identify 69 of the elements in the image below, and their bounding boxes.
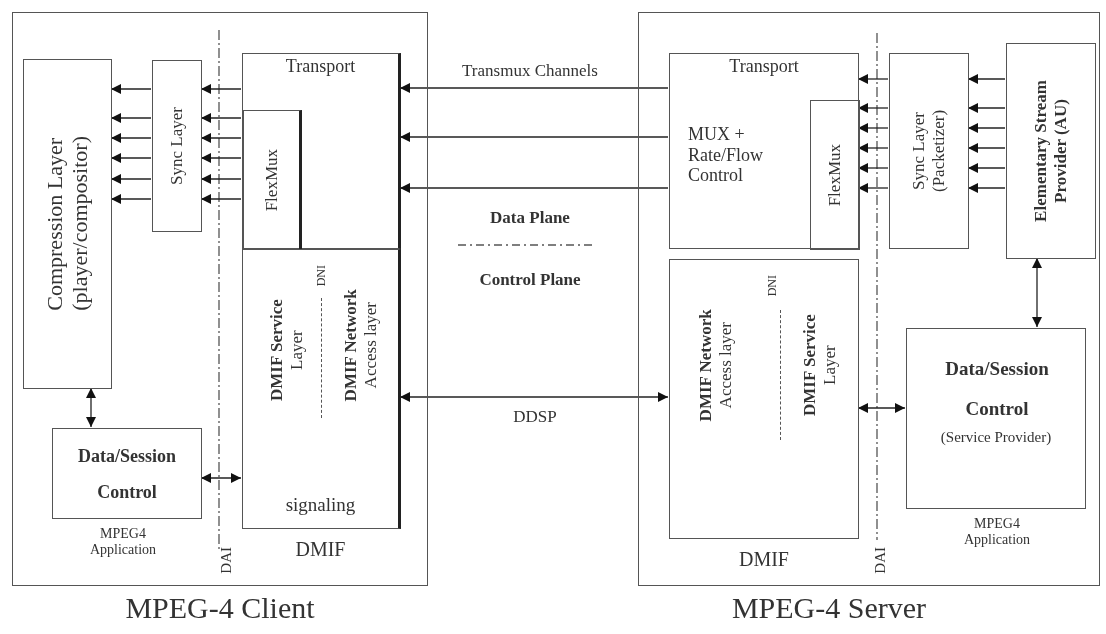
layer-label: Sync Layer (Packetizer) xyxy=(909,108,949,195)
app-label: MPEG4 Application xyxy=(962,516,1032,549)
arrow xyxy=(399,83,669,93)
layer-label: DMIF Service Layer xyxy=(800,313,840,418)
box-label: Data/Session Control xyxy=(77,444,177,504)
arrow xyxy=(967,123,1006,133)
double-arrow xyxy=(399,392,669,402)
interface-label: DNI xyxy=(766,275,780,297)
double-arrow xyxy=(1032,257,1042,328)
panel-title: MPEG-4 Server xyxy=(730,591,928,626)
arrow xyxy=(967,103,1006,113)
module-label: DMIF xyxy=(294,538,347,561)
layer-box xyxy=(889,53,969,249)
layer-label: DMIF Service Layer xyxy=(267,298,307,403)
arrow xyxy=(110,113,152,123)
layer-label: Elementary Stream Provider (AU) xyxy=(1031,79,1071,224)
layer-box xyxy=(152,60,202,232)
flexmux-box xyxy=(810,100,860,250)
plane-label: Data Plane xyxy=(490,208,570,228)
arrow xyxy=(967,183,1006,193)
plane-label: Control Plane xyxy=(479,270,581,290)
arrow xyxy=(857,103,889,113)
arrow xyxy=(200,194,242,204)
arrow xyxy=(110,174,152,184)
arrow xyxy=(857,74,889,84)
arrow xyxy=(200,174,242,184)
layer-label: DMIF Network Access layer xyxy=(696,307,736,424)
panel-title: MPEG-4 Client xyxy=(124,591,316,626)
layer-label: DMIF Network Access layer xyxy=(341,287,381,404)
interface-label: DAI xyxy=(872,546,890,574)
arrow xyxy=(857,143,889,153)
flexmux-box xyxy=(243,110,302,250)
transport-box xyxy=(669,53,859,249)
double-arrow xyxy=(86,387,96,428)
arrow xyxy=(857,123,889,133)
arrow xyxy=(967,143,1006,153)
layer-label: Compression Layer (player/compositor) xyxy=(42,135,93,314)
box-label: MUX + Rate/Flow Control xyxy=(688,124,764,187)
arrow xyxy=(110,153,152,163)
double-arrow xyxy=(200,473,242,483)
arrow xyxy=(399,183,669,193)
box-label: FlexMux xyxy=(261,148,282,212)
arrow xyxy=(857,163,889,173)
transport-box xyxy=(242,53,401,249)
box-label: Data/Session Control xyxy=(944,357,1050,421)
signaling-label: signaling xyxy=(284,494,357,516)
box-label: FlexMux xyxy=(825,143,845,207)
arrow xyxy=(200,153,242,163)
box-label: (Service Provider) xyxy=(939,429,1053,447)
arrow xyxy=(967,74,1006,84)
arrow xyxy=(967,163,1006,173)
interface-label: DNI xyxy=(315,265,329,287)
interface-label: DAI xyxy=(218,546,236,574)
double-arrow xyxy=(857,403,906,413)
arrow xyxy=(200,84,242,94)
provider-box xyxy=(1006,43,1096,259)
arrow xyxy=(110,84,152,94)
arrow xyxy=(200,113,242,123)
arrow xyxy=(110,133,152,143)
layer-label: Sync Layer xyxy=(167,107,187,185)
arrow xyxy=(399,132,669,142)
arrow xyxy=(857,183,889,193)
layer-box xyxy=(23,59,112,389)
app-label: MPEG4 Application xyxy=(88,526,158,559)
arrow xyxy=(200,133,242,143)
box-title: Transport xyxy=(284,56,357,77)
module-label: DMIF xyxy=(738,548,790,571)
box-title: Transport xyxy=(728,56,800,77)
arrow xyxy=(110,194,152,204)
